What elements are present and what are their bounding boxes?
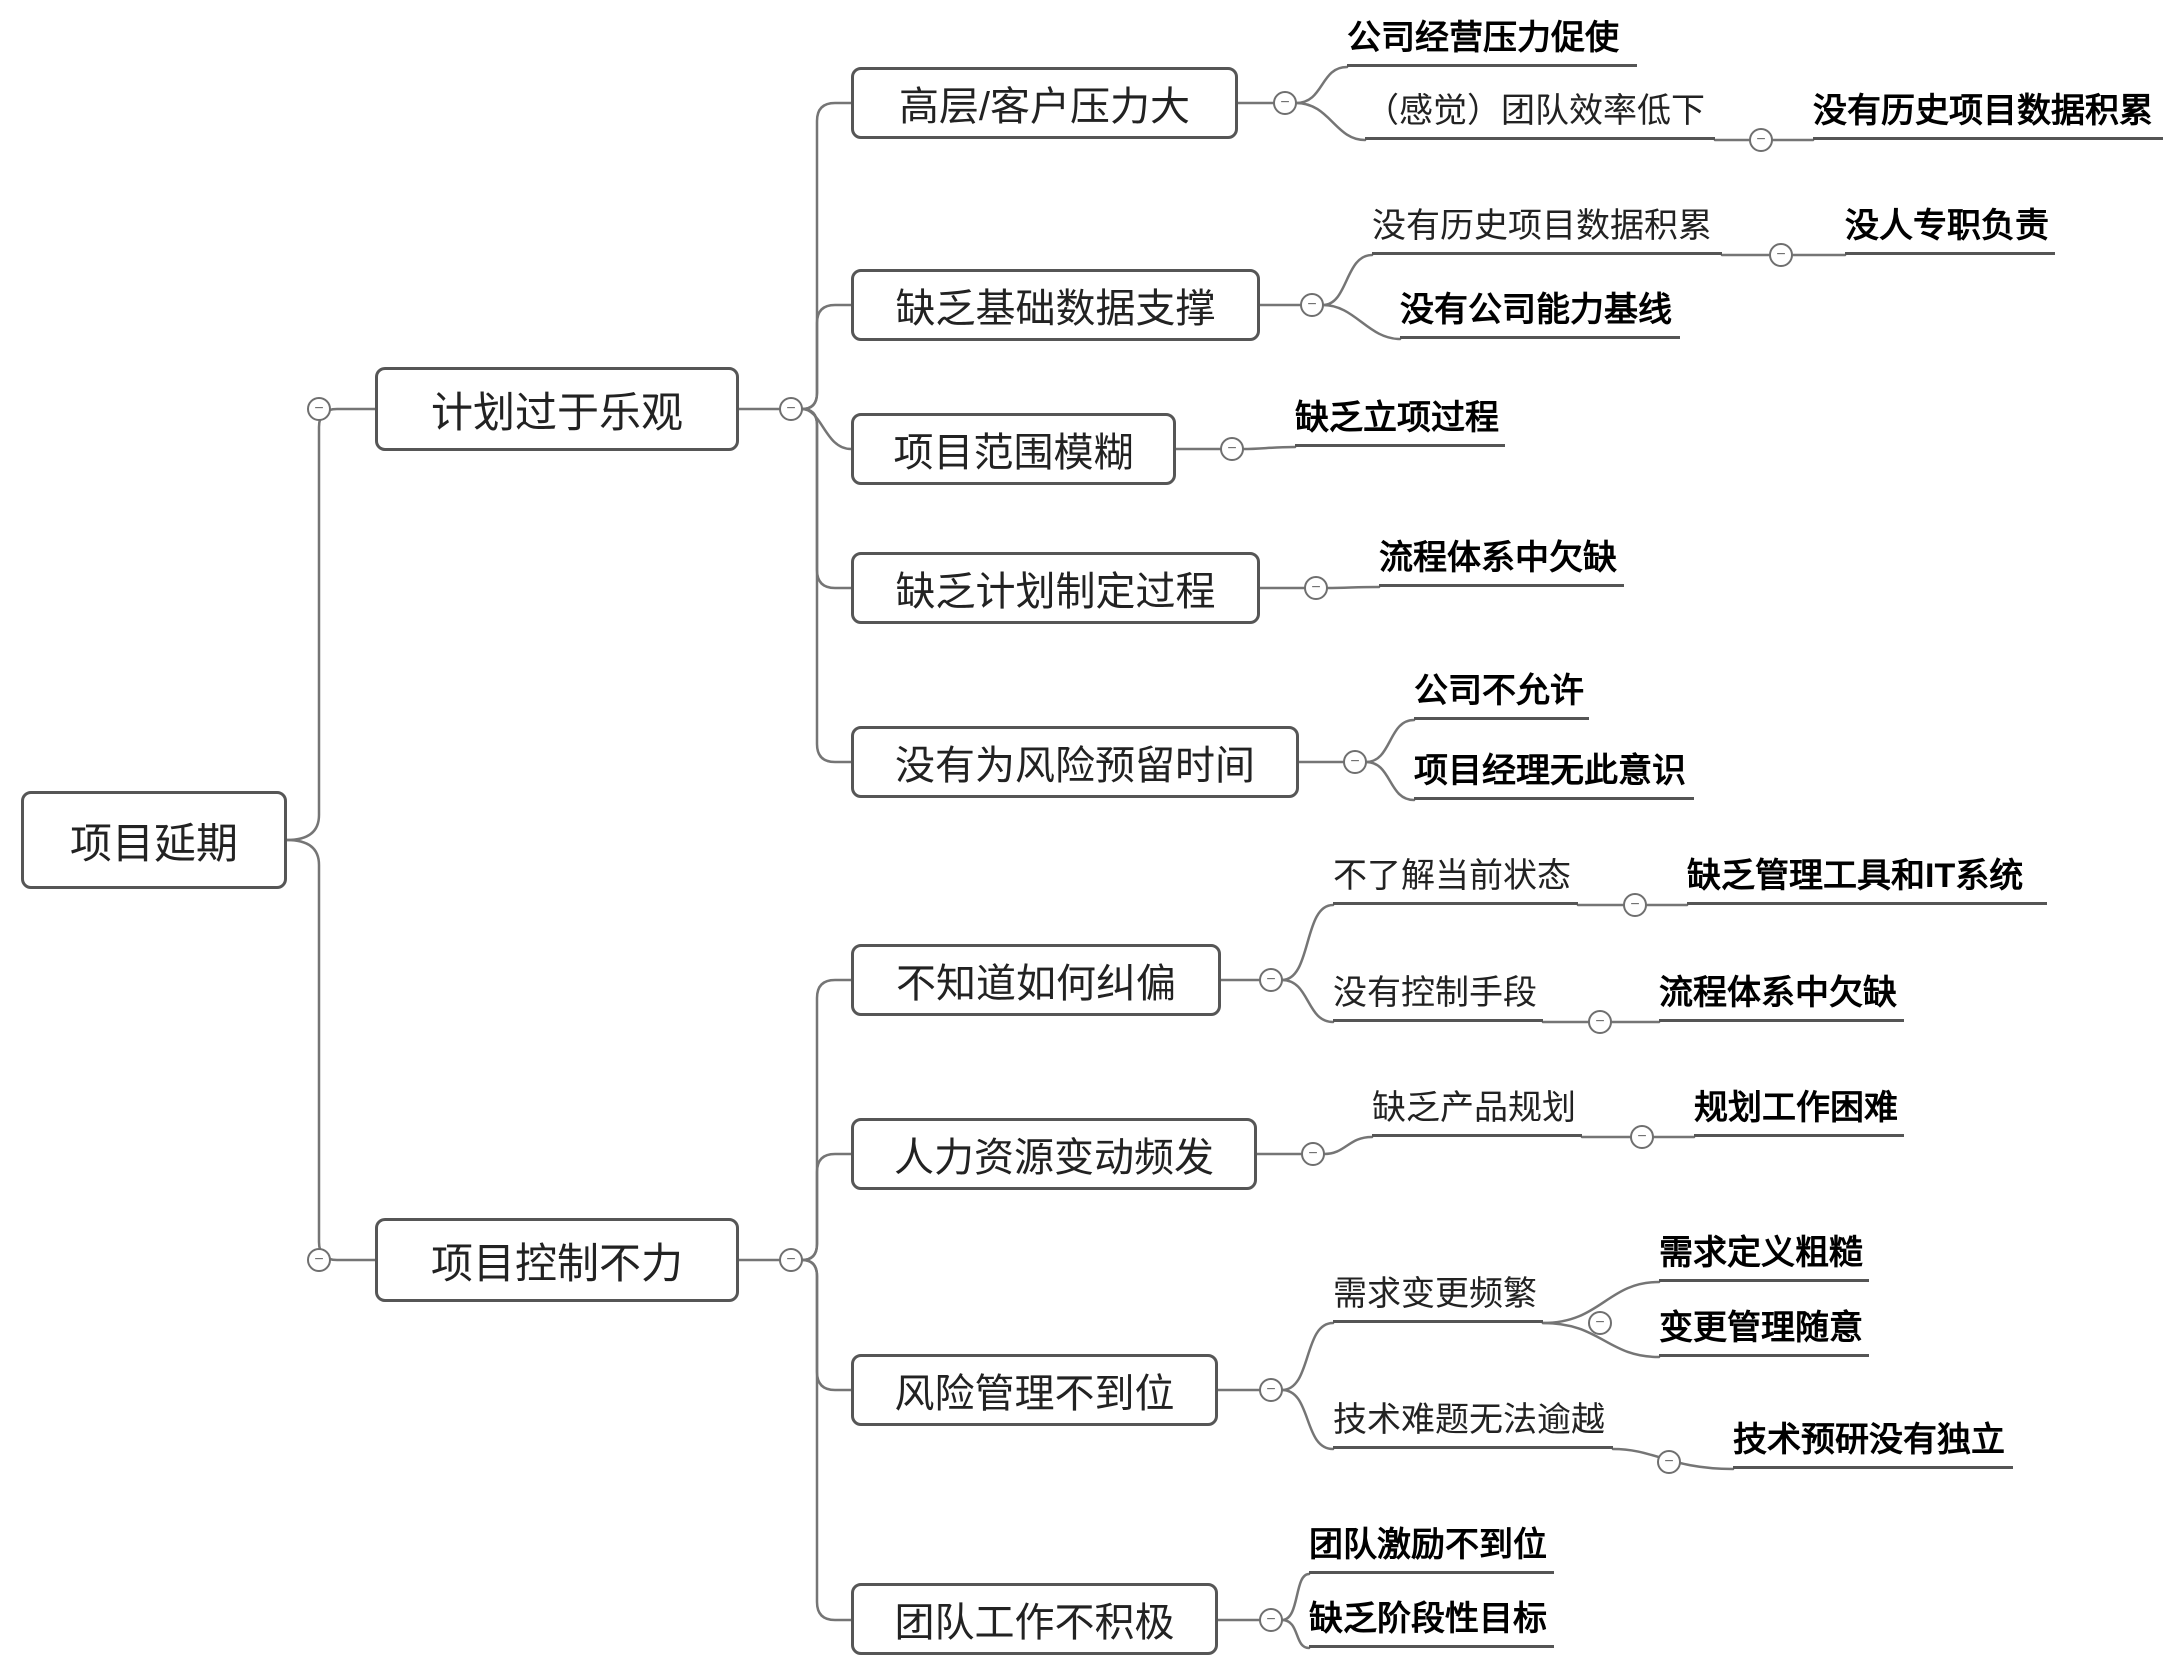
leaf-frequent-requirement-change[interactable]: 需求变更频繁	[1333, 1271, 1543, 1323]
collapse-toggle[interactable]: −	[1588, 1010, 1612, 1034]
collapse-toggle[interactable]: −	[779, 397, 803, 421]
collapse-toggle[interactable]: −	[1259, 1378, 1283, 1402]
collapse-toggle[interactable]: −	[1259, 1608, 1283, 1632]
leaf-planning-difficult[interactable]: 规划工作困难	[1694, 1085, 1904, 1137]
collapse-toggle[interactable]: −	[1623, 893, 1647, 917]
branch-weak-project-control[interactable]: 项目控制不力	[375, 1218, 739, 1302]
leaf-no-dedicated-owner[interactable]: 没人专职负责	[1845, 203, 2055, 255]
topic-no-risk-buffer[interactable]: 没有为风险预留时间	[851, 726, 1299, 798]
leaf-technical-blocker[interactable]: 技术难题无法逾越	[1333, 1397, 1613, 1449]
topic-no-planning-process[interactable]: 缺乏计划制定过程	[851, 552, 1260, 624]
collapse-toggle[interactable]: −	[1300, 293, 1324, 317]
leaf-no-control-means[interactable]: 没有控制手段	[1333, 970, 1543, 1022]
collapse-toggle[interactable]: −	[779, 1248, 803, 1272]
leaf-process-system-gap-1[interactable]: 流程体系中欠缺	[1379, 535, 1624, 587]
leaf-no-historical-data-cause[interactable]: 没有历史项目数据积累	[1813, 88, 2163, 140]
leaf-company-disallow[interactable]: 公司不允许	[1414, 668, 1589, 720]
collapse-toggle[interactable]: −	[1220, 437, 1244, 461]
leaf-no-historical-data[interactable]: 没有历史项目数据积累	[1372, 203, 1722, 255]
collapse-toggle[interactable]: −	[307, 397, 331, 421]
leaf-process-system-gap-2[interactable]: 流程体系中欠缺	[1659, 970, 1904, 1022]
topic-root[interactable]: 项目延期	[21, 791, 287, 889]
collapse-toggle[interactable]: −	[1273, 91, 1297, 115]
collapse-toggle[interactable]: −	[1343, 750, 1367, 774]
collapse-toggle[interactable]: −	[1304, 576, 1328, 600]
branch-plan-too-optimistic[interactable]: 计划过于乐观	[375, 367, 739, 451]
leaf-lack-mgmt-tools[interactable]: 缺乏管理工具和IT系统	[1687, 853, 2047, 905]
leaf-operating-pressure[interactable]: 公司经营压力促使	[1347, 15, 1637, 67]
collapse-toggle[interactable]: −	[1259, 968, 1283, 992]
leaf-unknown-status[interactable]: 不了解当前状态	[1333, 853, 1578, 905]
topic-risk-mgmt-gap[interactable]: 风险管理不到位	[851, 1354, 1218, 1426]
collapse-toggle[interactable]: −	[1630, 1125, 1654, 1149]
leaf-no-independent-research[interactable]: 技术预研没有独立	[1733, 1417, 2013, 1469]
topic-lack-basic-data[interactable]: 缺乏基础数据支撑	[851, 269, 1260, 341]
collapse-toggle[interactable]: −	[1749, 128, 1773, 152]
leaf-no-capability-baseline[interactable]: 没有公司能力基线	[1400, 287, 1680, 339]
leaf-no-initiation-process[interactable]: 缺乏立项过程	[1295, 395, 1505, 447]
leaf-rough-requirement-def[interactable]: 需求定义粗糙	[1659, 1230, 1869, 1282]
collapse-toggle[interactable]: −	[1301, 1142, 1325, 1166]
collapse-toggle[interactable]: −	[1769, 243, 1793, 267]
leaf-pm-unaware[interactable]: 项目经理无此意识	[1414, 748, 1694, 800]
collapse-toggle[interactable]: −	[307, 1248, 331, 1272]
topic-unknown-correction[interactable]: 不知道如何纠偏	[851, 944, 1221, 1016]
leaf-low-team-efficiency[interactable]: （感觉）团队效率低下	[1365, 88, 1715, 140]
collapse-toggle[interactable]: −	[1657, 1450, 1681, 1474]
leaf-no-stage-goals[interactable]: 缺乏阶段性目标	[1309, 1596, 1554, 1648]
topic-high-pressure[interactable]: 高层/客户压力大	[851, 67, 1238, 139]
leaf-casual-change-mgmt[interactable]: 变更管理随意	[1659, 1305, 1869, 1357]
topic-hr-changes[interactable]: 人力资源变动频发	[851, 1118, 1257, 1190]
topic-team-inactive[interactable]: 团队工作不积极	[851, 1583, 1218, 1655]
topic-vague-scope[interactable]: 项目范围模糊	[851, 413, 1176, 485]
collapse-toggle[interactable]: −	[1588, 1311, 1612, 1335]
leaf-lack-product-planning[interactable]: 缺乏产品规划	[1372, 1085, 1582, 1137]
leaf-weak-incentive[interactable]: 团队激励不到位	[1309, 1522, 1554, 1574]
